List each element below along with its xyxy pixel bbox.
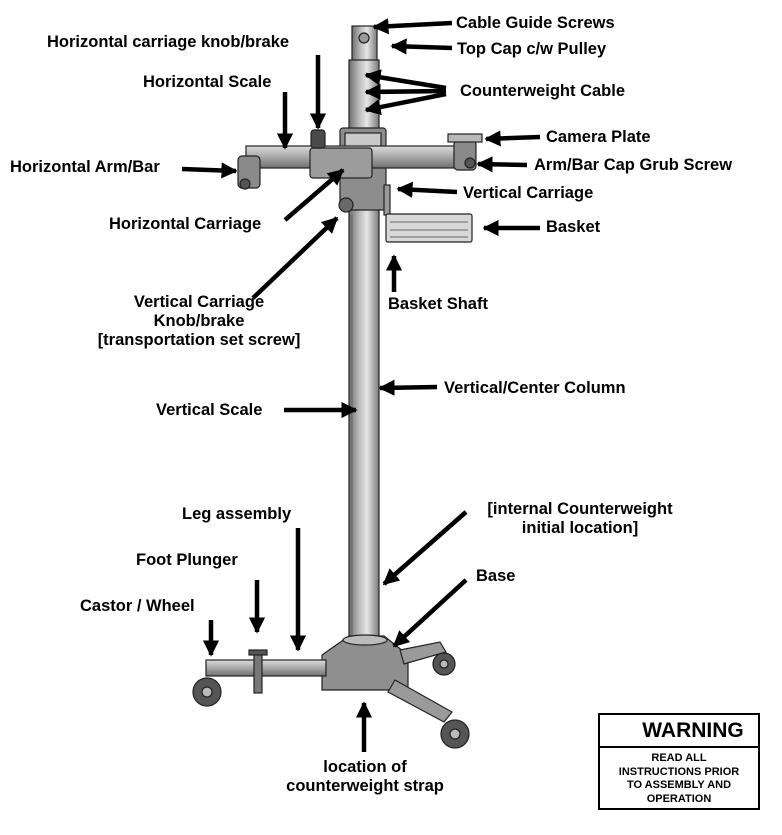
label-counterweight-strap-line-2: counterweight strap	[286, 777, 444, 795]
leg-right-front	[387, 679, 453, 723]
label-internal-counterweight-line-2: initial location]	[521, 519, 639, 537]
basket-shaft	[383, 184, 391, 216]
warning-box: WARNING READ ALL INSTRUCTIONS PRIOR TO A…	[598, 713, 760, 810]
label-arm-cap-grub-screw: Arm/Bar Cap Grub Screw	[534, 156, 733, 174]
label-vertical-carriage-knob: Vertical Carriage Knob/brake [transporta…	[92, 293, 306, 350]
label-castor-wheel: Castor / Wheel	[80, 597, 195, 615]
label-vertical-carriage-knob-line-1: Vertical Carriage	[133, 293, 265, 311]
label-horizontal-arm: Horizontal Arm/Bar	[10, 158, 160, 176]
camera-plate	[447, 133, 483, 143]
label-counterweight-strap: location of counterweight strap	[270, 758, 460, 796]
label-horizontal-scale: Horizontal Scale	[143, 73, 272, 91]
warning-header: WARNING	[600, 715, 758, 748]
label-internal-counterweight-line-1: [internal Counterweight	[487, 500, 673, 518]
warning-line-3: TO ASSEMBLY AND	[626, 779, 732, 791]
label-vertical-column: Vertical/Center Column	[444, 379, 626, 397]
label-counterweight-strap-line-1: location of	[323, 758, 407, 776]
label-basket: Basket	[546, 218, 601, 236]
label-basket-shaft: Basket Shaft	[388, 295, 488, 313]
label-camera-plate: Camera Plate	[546, 128, 651, 146]
label-base: Base	[476, 567, 516, 585]
label-horizontal-carriage: Horizontal Carriage	[109, 215, 262, 233]
callout-arrows	[181, 18, 541, 752]
warning-line-1: READ ALL	[651, 752, 707, 764]
label-foot-plunger: Foot Plunger	[136, 551, 238, 569]
vertical-carriage-knob	[338, 197, 354, 213]
leg-right-back	[399, 641, 447, 665]
leg-left	[205, 659, 327, 677]
top-cap	[351, 25, 378, 63]
label-internal-counterweight: [internal Counterweight initial location…	[468, 500, 692, 538]
label-vertical-scale: Vertical Scale	[156, 401, 263, 419]
warning-body: READ ALL INSTRUCTIONS PRIOR TO ASSEMBLY …	[600, 752, 758, 806]
warning-title: WARNING	[642, 718, 744, 742]
warning-line-2: INSTRUCTIONS PRIOR	[618, 765, 740, 778]
label-leg-assembly: Leg assembly	[182, 505, 292, 523]
foot-plunger	[253, 652, 263, 694]
label-top-cap: Top Cap c/w Pulley	[457, 40, 607, 58]
warning-line-4: OPERATION	[646, 792, 712, 805]
label-horizontal-carriage-knob: Horizontal carriage knob/brake	[47, 33, 290, 51]
stand-illustration	[192, 25, 483, 749]
pulley	[358, 32, 370, 44]
label-vertical-carriage-knob-line-2: Knob/brake	[153, 312, 245, 330]
label-vertical-carriage: Vertical Carriage	[463, 184, 594, 202]
label-counterweight-cable: Counterweight Cable	[460, 82, 626, 100]
label-cable-guide-screws: Cable Guide Screws	[456, 14, 615, 32]
label-vertical-carriage-knob-line-3: [transportation set screw]	[97, 331, 301, 349]
horizontal-carriage-knob	[310, 129, 326, 149]
basket-body	[385, 213, 473, 243]
